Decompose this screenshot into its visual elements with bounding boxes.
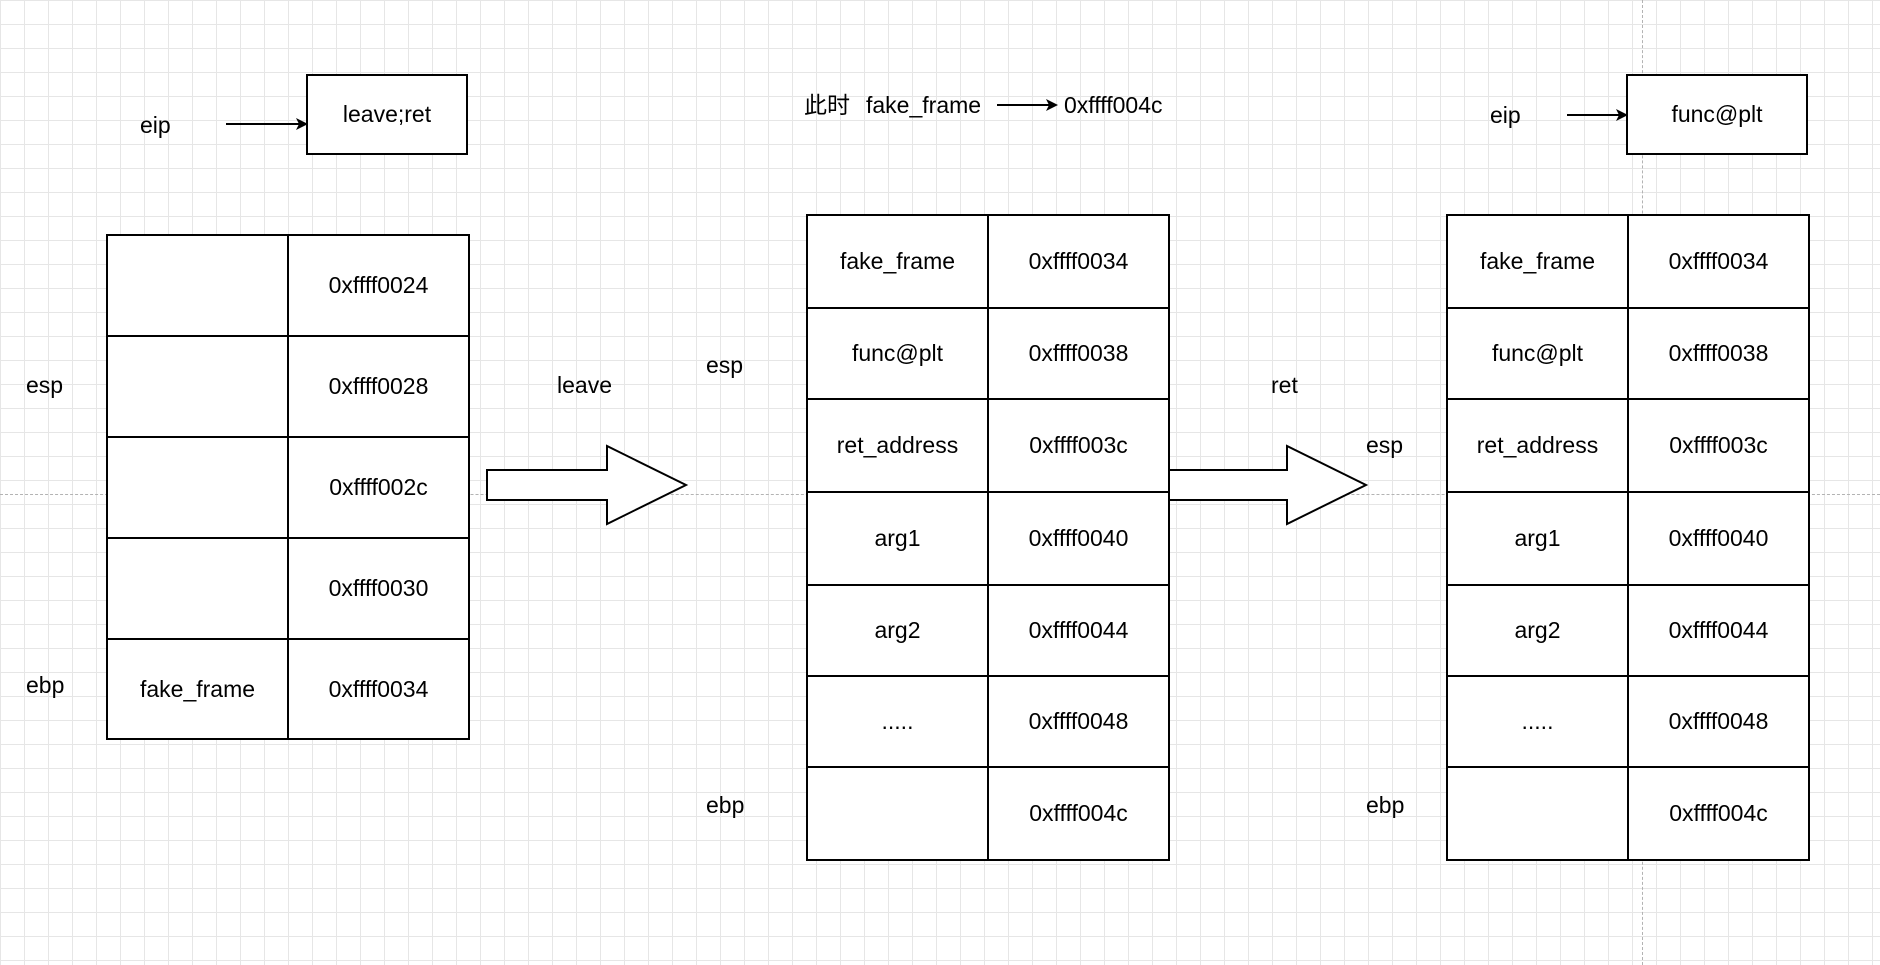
- stage3-row-1-address-cell: 0xffff0038: [1627, 307, 1810, 400]
- stage2-esp-label: esp: [706, 352, 744, 378]
- ret-label: ret: [1271, 372, 1298, 398]
- stage2-row-3-content-cell: arg1: [806, 491, 989, 586]
- stage1-row-3-address-cell: 0xffff0030: [287, 537, 470, 640]
- ret-transition-arrow: [1166, 444, 1369, 526]
- stage1-row-0-address-cell: 0xffff0024: [287, 234, 470, 337]
- stage3-ebp-label: ebp: [1366, 792, 1405, 818]
- stage1-row-1-address-cell: 0xffff0028: [287, 335, 470, 438]
- stage3-row-4-content-cell: arg2: [1446, 584, 1629, 677]
- stage3-eip-value: func@plt: [1671, 101, 1763, 127]
- stage2-row-3-address-cell: 0xffff0040: [987, 491, 1170, 586]
- stage3-eip-value-box: func@plt: [1626, 74, 1808, 155]
- stage2-row-1-address-cell: 0xffff0038: [987, 307, 1170, 400]
- stage2-row-1-content-cell: func@plt: [806, 307, 989, 400]
- stage3-row-6-content-cell: [1446, 766, 1629, 861]
- stage3-row-3-content-cell: arg1: [1446, 491, 1629, 586]
- stage1-row-4-content-cell: fake_frame: [106, 638, 289, 740]
- stage3-row-0-content-cell: fake_frame: [1446, 214, 1629, 309]
- stage2-row-4-address-cell: 0xffff0044: [987, 584, 1170, 677]
- stage1-row-0-content-cell: [106, 234, 289, 337]
- stage3-row-6-address-cell: 0xffff004c: [1627, 766, 1810, 861]
- stage3-row-4-address-cell: 0xffff0044: [1627, 584, 1810, 677]
- stage3-esp-label: esp: [1366, 432, 1404, 458]
- stage2-row-2-address-cell: 0xffff003c: [987, 398, 1170, 493]
- stage1-row-3-content-cell: [106, 537, 289, 640]
- stage1-eip-value: leave;ret: [342, 101, 432, 127]
- top-note-subject: fake_frame: [866, 92, 982, 118]
- stage3-row-2-content-cell: ret_address: [1446, 398, 1629, 493]
- stage2-row-0-address-cell: 0xffff0034: [987, 214, 1170, 309]
- stage1-eip-value-box: leave;ret: [306, 74, 468, 155]
- stage3-row-2-address-cell: 0xffff003c: [1627, 398, 1810, 493]
- stage2-row-6-address-cell: 0xffff004c: [987, 766, 1170, 861]
- stage3-row-3-address-cell: 0xffff0040: [1627, 491, 1810, 586]
- stage1-esp-label: esp: [26, 372, 64, 398]
- top-note-target: 0xffff004c: [1064, 92, 1163, 118]
- top-note-prefix: 此时: [804, 92, 850, 118]
- stage3-row-0-address-cell: 0xffff0034: [1627, 214, 1810, 309]
- stage1-eip-label: eip: [140, 112, 171, 138]
- stage1-row-2-address-cell: 0xffff002c: [287, 436, 470, 539]
- stage2-row-5-address-cell: 0xffff0048: [987, 675, 1170, 768]
- stage3-eip-label: eip: [1490, 102, 1521, 128]
- leave-transition-arrow: [486, 444, 689, 526]
- stage2-row-5-content-cell: .....: [806, 675, 989, 768]
- stage2-row-2-content-cell: ret_address: [806, 398, 989, 493]
- stage1-row-4-address-cell: 0xffff0034: [287, 638, 470, 740]
- stage2-row-4-content-cell: arg2: [806, 584, 989, 677]
- stage3-row-1-content-cell: func@plt: [1446, 307, 1629, 400]
- stage2-row-0-content-cell: fake_frame: [806, 214, 989, 309]
- stage2-row-6-content-cell: [806, 766, 989, 861]
- stage1-row-2-content-cell: [106, 436, 289, 539]
- stage3-row-5-address-cell: 0xffff0048: [1627, 675, 1810, 768]
- stage1-ebp-label: ebp: [26, 672, 65, 698]
- stage3-row-5-content-cell: .....: [1446, 675, 1629, 768]
- leave-label: leave: [557, 372, 612, 398]
- stage2-ebp-label: ebp: [706, 792, 745, 818]
- stage1-row-1-content-cell: [106, 335, 289, 438]
